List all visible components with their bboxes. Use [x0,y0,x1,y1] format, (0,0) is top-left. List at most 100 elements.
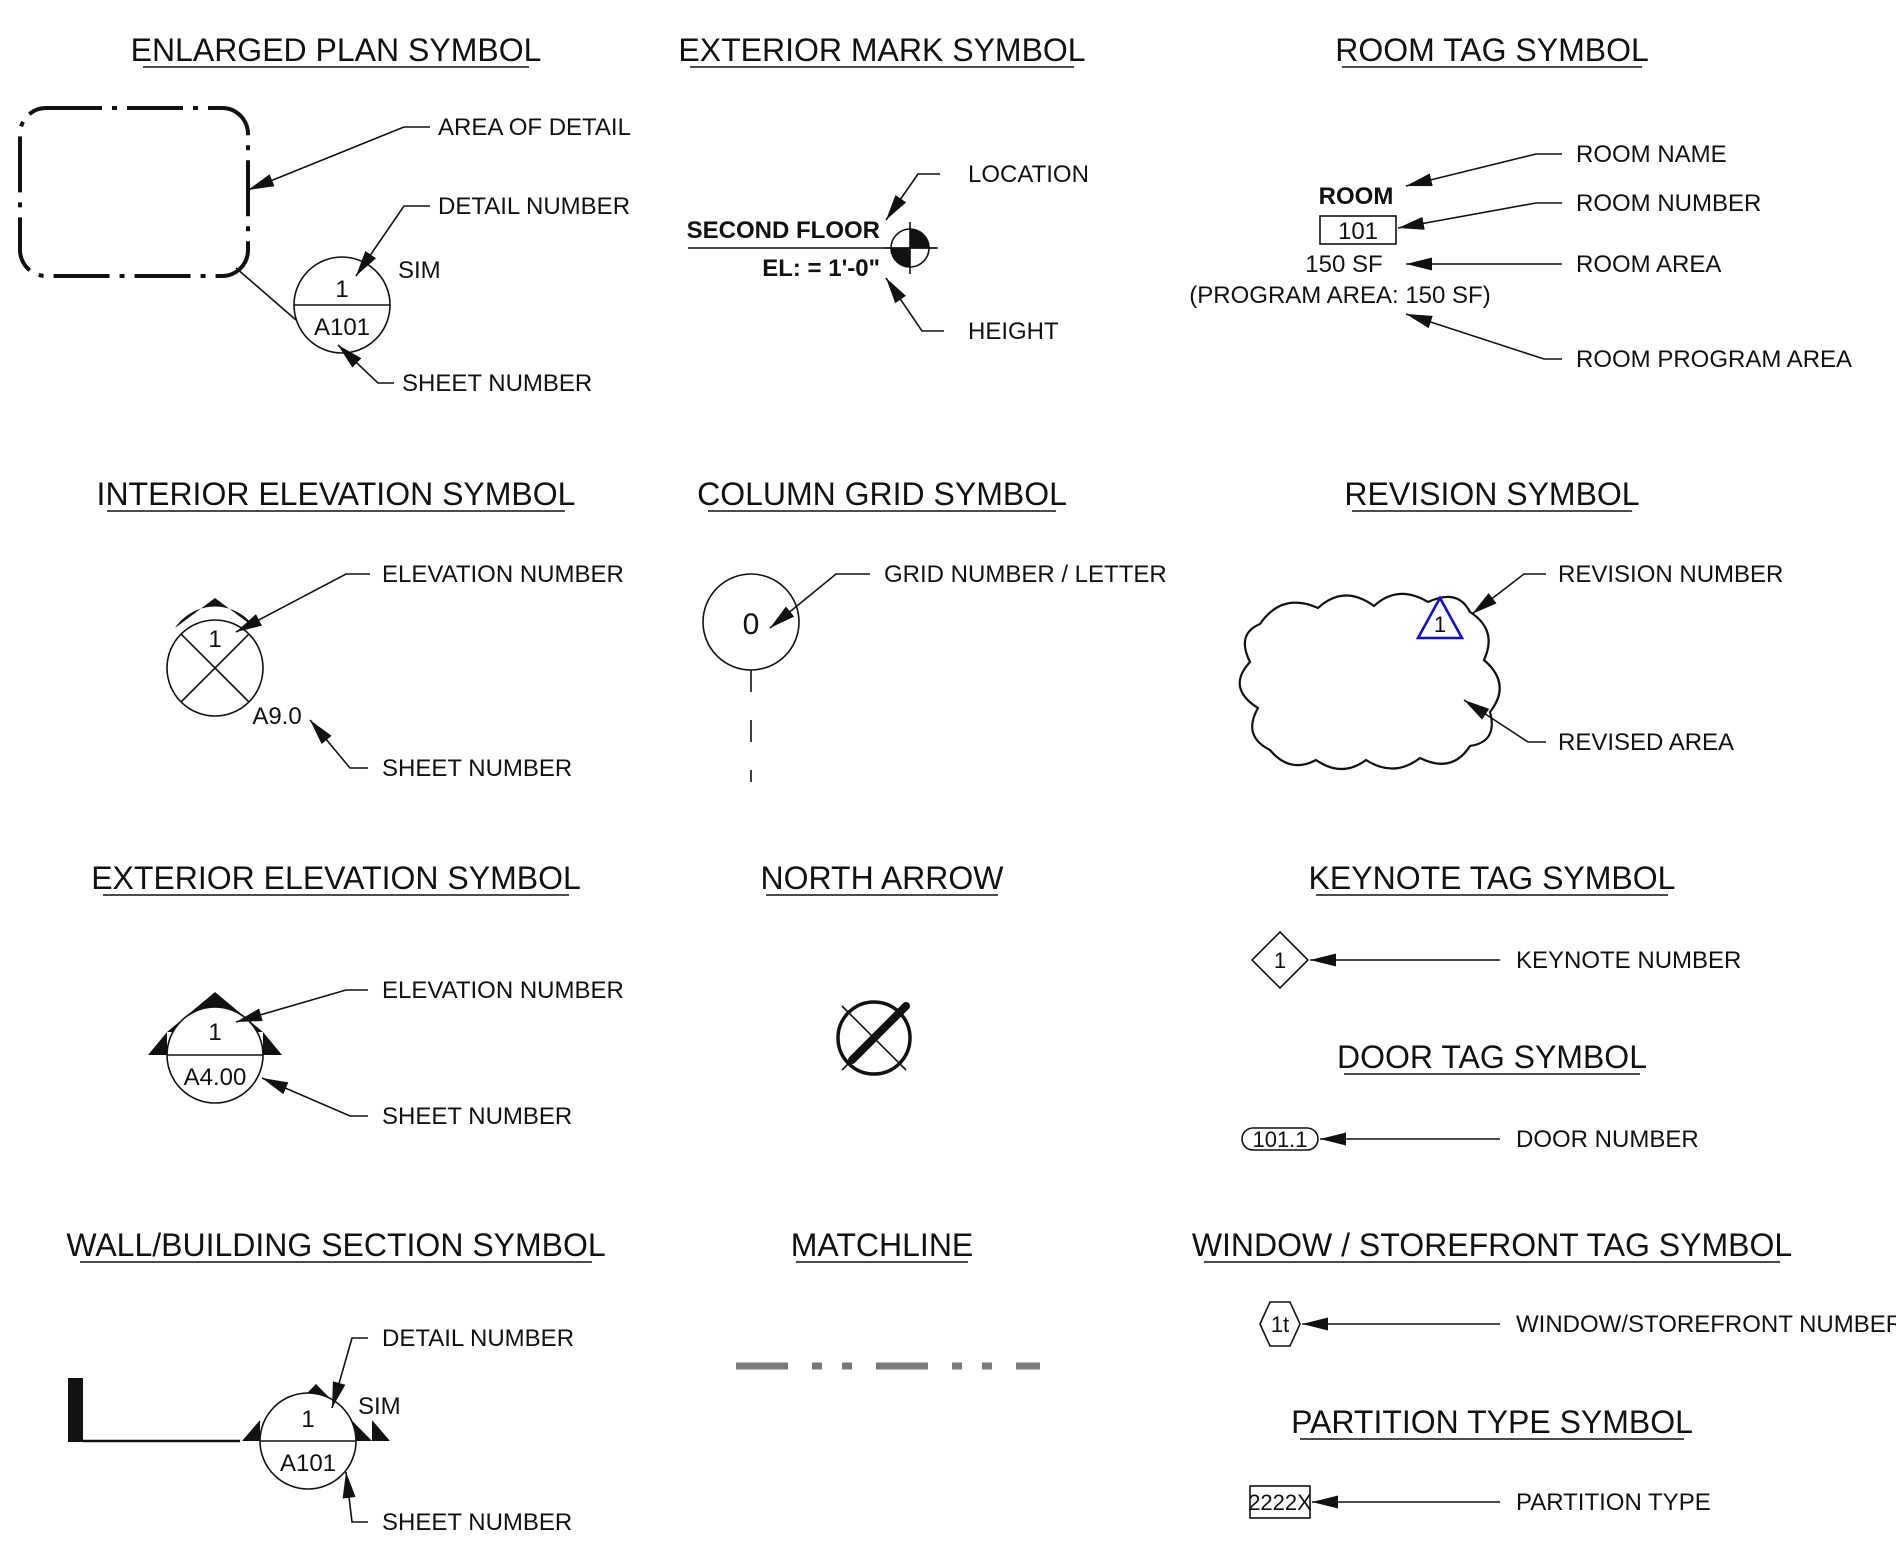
sheet-number-value: A101 [280,1450,336,1477]
door-tag-pill [1241,1127,1319,1151]
room-number-box [1319,215,1397,245]
leader-elevation-number [235,573,370,633]
elevation-number-value: 1 [208,626,221,653]
keynote-number-value: 1 [1274,948,1286,973]
section-end-bar [68,1378,83,1442]
detail-area-boundary [18,106,250,278]
sheet-number-label: SHEET NUMBER [382,1103,572,1130]
revision-triangle [1415,595,1465,640]
leader-revised-area [1463,699,1546,743]
program-area-value: (PROGRAM AREA: 150 SF) [1189,282,1490,309]
area-of-detail-label: AREA OF DETAIL [438,114,631,141]
elevation-number-value: 1 [208,1019,221,1046]
leader-height [885,277,944,332]
partition-type-symbol: 2222X PARTITION TYPE [1248,1485,1711,1519]
title-enlarged-plan: ENLARGED PLAN SYMBOL [131,32,542,68]
window-hexagon [1259,1301,1301,1347]
leader-detail-number [355,205,430,277]
title-north-arrow: NORTH ARROW [761,860,1005,896]
partition-type-label: PARTITION TYPE [1516,1489,1711,1516]
room-area-label: ROOM AREA [1576,251,1721,278]
title-interior-elevation: INTERIOR ELEVATION SYMBOL [97,476,576,512]
elevation-target-icon [884,222,936,274]
door-tag-symbol: 101.1 DOOR NUMBER [1241,1126,1699,1153]
room-tag-symbol: ROOM 101 150 SF (PROGRAM AREA: 150 SF) R… [1189,141,1852,373]
leader-sheet-number [342,1471,368,1523]
leader-elevation-number [235,989,368,1023]
revision-number-label: REVISION NUMBER [1558,561,1783,588]
door-number-value: 101.1 [1252,1127,1307,1152]
interior-elevation-symbol: 1 A9.0 ELEVATION NUMBER SHEET NUMBER [166,561,624,782]
detail-number-value: 1 [335,276,348,303]
enlarged-plan-symbol: 1 A101 SIM AREA OF DETAIL DETAIL NUMBER … [18,106,631,397]
room-number-label: ROOM NUMBER [1576,190,1761,217]
title-door-tag: DOOR TAG SYMBOL [1337,1039,1647,1075]
window-number-label: WINDOW/STOREFRONT NUMBER [1516,1311,1896,1338]
elevation-number-label: ELEVATION NUMBER [382,561,624,588]
elevation-value: EL: = 1'-0" [762,255,880,282]
leader-location [885,173,940,221]
revision-cloud [1238,592,1501,771]
column-grid-symbol: 0 GRID NUMBER / LETTER [702,561,1167,782]
title-exterior-mark: EXTERIOR MARK SYMBOL [678,32,1085,68]
program-area-label: ROOM PROGRAM AREA [1576,346,1852,373]
keynote-tag-symbol: 1 KEYNOTE NUMBER [1250,930,1741,990]
revision-number-value: 1 [1434,612,1446,637]
keynote-number-label: KEYNOTE NUMBER [1516,947,1741,974]
room-name-value: ROOM [1319,183,1394,210]
partition-type-box [1249,1485,1311,1519]
window-number-value: 1t [1271,1312,1289,1337]
leader-revision-number [1471,573,1546,615]
detail-number-label: DETAIL NUMBER [438,193,630,220]
north-arrow-icon [836,1000,912,1076]
title-revision: REVISION SYMBOL [1344,476,1639,512]
leader-program-area [1405,313,1562,360]
keynote-diamond [1250,930,1310,990]
revised-area-label: REVISED AREA [1558,729,1734,756]
height-label: HEIGHT [968,318,1059,345]
leader-room-number [1397,202,1562,230]
leader-sheet-number [337,344,394,384]
sheet-number-label: SHEET NUMBER [382,755,572,782]
window-tag-symbol: 1t WINDOW/STOREFRONT NUMBER [1259,1301,1896,1347]
title-window-tag: WINDOW / STOREFRONT TAG SYMBOL [1192,1227,1792,1263]
sheet-number-value: A4.00 [184,1064,247,1091]
door-number-label: DOOR NUMBER [1516,1126,1699,1153]
sim-label: SIM [398,257,441,284]
leader-grid [769,573,870,629]
sheet-number-value: A101 [314,314,370,341]
sheet-number-label: SHEET NUMBER [382,1509,572,1536]
title-matchline: MATCHLINE [791,1227,974,1263]
detail-number-label: DETAIL NUMBER [382,1325,574,1352]
partition-type-value: 2222X [1248,1490,1312,1515]
wall-section-symbol: 1 A101 SIM DETAIL NUMBER SHEET NUMBER [68,1325,574,1536]
exterior-elevation-symbol: 1 A4.00 ELEVATION NUMBER SHEET NUMBER [148,977,624,1130]
detail-number-value: 1 [301,1406,314,1433]
sheet-number-label: SHEET NUMBER [402,370,592,397]
revision-symbol: 1 REVISION NUMBER REVISED AREA [1238,561,1783,771]
leader-area-of-detail [247,126,430,191]
leader-room-name [1405,153,1562,187]
elevation-number-label: ELEVATION NUMBER [382,977,624,1004]
grid-label: GRID NUMBER / LETTER [884,561,1167,588]
title-partition-type: PARTITION TYPE SYMBOL [1291,1404,1693,1440]
sim-label: SIM [358,1393,401,1420]
exterior-mark-symbol: SECOND FLOOR EL: = 1'-0" LOCATION HEIGHT [687,161,1089,345]
title-room-tag: ROOM TAG SYMBOL [1335,32,1649,68]
leader-detail-number [331,1337,368,1409]
room-number-value: 101 [1338,218,1378,245]
leader-sheet-number [309,719,368,769]
room-area-value: 150 SF [1305,251,1382,278]
leader-sheet-number [261,1077,368,1117]
floor-name-value: SECOND FLOOR [687,217,880,244]
sheet-number-value: A9.0 [252,703,301,730]
title-exterior-elevation: EXTERIOR ELEVATION SYMBOL [91,860,581,896]
grid-value: 0 [743,608,760,641]
location-label: LOCATION [968,161,1089,188]
title-column-grid: COLUMN GRID SYMBOL [697,476,1067,512]
title-keynote-tag: KEYNOTE TAG SYMBOL [1309,860,1676,896]
title-wall-section: WALL/BUILDING SECTION SYMBOL [66,1227,605,1263]
interior-elevation-bubble [166,619,264,717]
room-name-label: ROOM NAME [1576,141,1727,168]
